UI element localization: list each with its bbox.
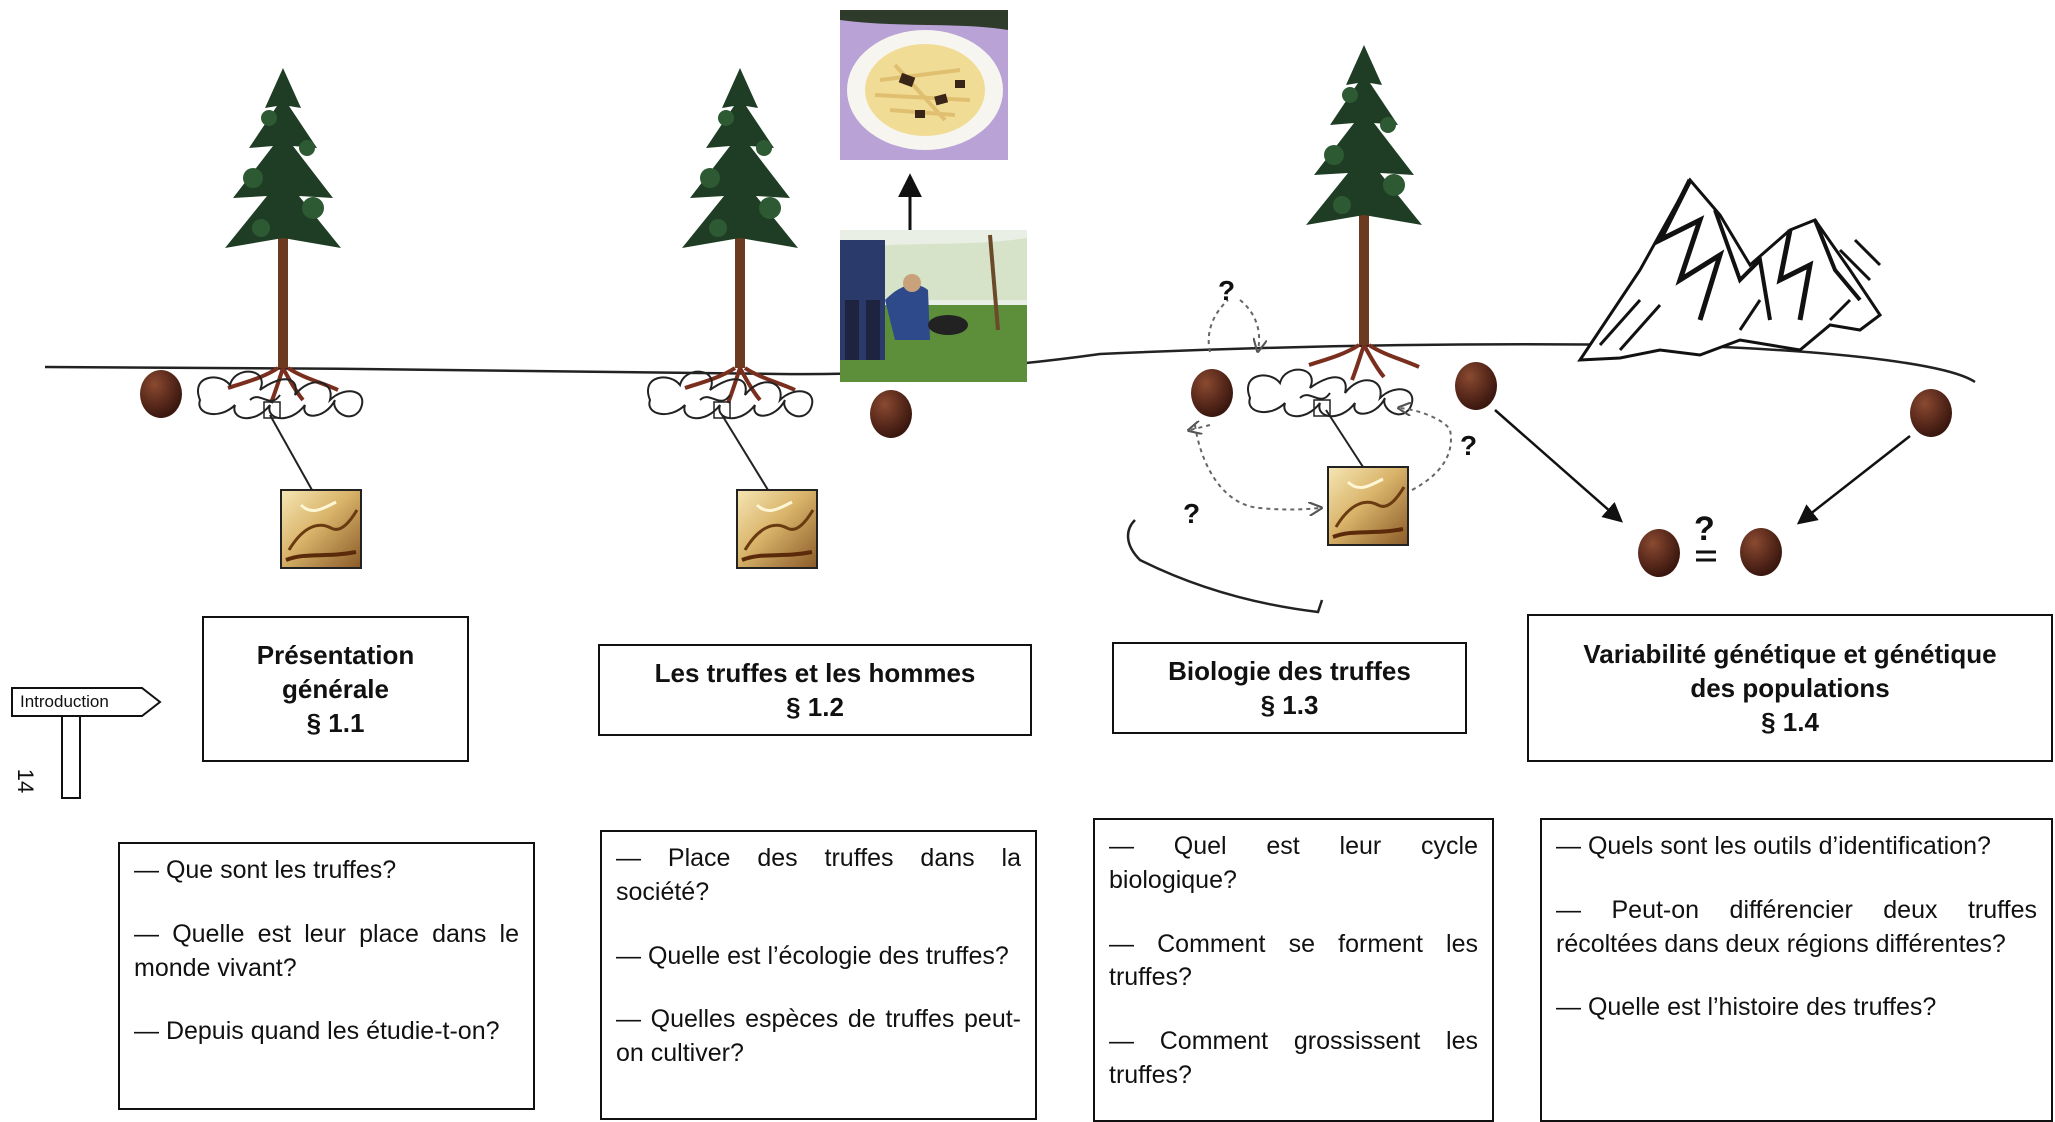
- questions-box-1-1: — Que sont les truffes? — Quelle est leu…: [118, 842, 535, 1110]
- question-item: — Quelle est l’histoire des truffes?: [1556, 993, 1937, 1022]
- truffle-icon: [1191, 369, 1233, 417]
- section-number: § 1.2: [786, 692, 844, 722]
- section-number: § 1.3: [1260, 690, 1319, 720]
- question-mark: ?: [1460, 430, 1477, 461]
- page-number: 14: [13, 768, 38, 794]
- curved-bracket: [1126, 519, 1324, 614]
- mycorrhiza-image: [279, 488, 363, 570]
- dotted-arrow: [1194, 424, 1320, 510]
- question-item: — Quels sont les outils d’identification…: [1556, 832, 1991, 860]
- question-item: — Comment grossissent les truffes?: [1109, 1027, 1478, 1089]
- title-line: Présentation: [256, 639, 415, 670]
- dotted-arrow: [1190, 425, 1211, 430]
- question-item: — Peut-on différencier deux truffes réco…: [1556, 895, 2037, 958]
- title-line: des populations: [1690, 672, 1890, 703]
- zoom-line: [269, 414, 313, 491]
- question-mark: ?: [1694, 510, 1715, 548]
- questions-box-1-3: — Quel est leur cycle biologique? — Comm…: [1093, 818, 1494, 1122]
- zoom-line: [721, 414, 769, 491]
- mycorrhiza-image: [735, 488, 819, 570]
- pine-tree-icon: [680, 66, 800, 405]
- section-title-1-4: Variabilité génétique et génétique des p…: [1527, 614, 2053, 762]
- pine-tree-icon: [1304, 43, 1424, 382]
- ground-line: [44, 343, 1976, 384]
- question-item: — Quelles espèces de truffes peut-on cul…: [616, 1005, 1021, 1067]
- pine-tree-icon: [223, 66, 343, 405]
- section-number: § 1.1: [306, 708, 365, 739]
- truffle-icon: [870, 390, 912, 438]
- truffle-hunting-photo: [840, 230, 1027, 382]
- question-item: — Quelle est leur place dans le monde vi…: [134, 919, 519, 982]
- question-mark: ?: [1218, 275, 1235, 306]
- title-line: Biologie des truffes: [1168, 655, 1411, 686]
- mountain-icon: [1577, 177, 1883, 362]
- signpost-label: Introduction: [20, 692, 109, 711]
- title-line: Variabilité génétique et génétique: [1583, 638, 1997, 669]
- section-title-1-1: Présentation générale § 1.1: [202, 616, 469, 762]
- question-item: — Comment se forment les truffes?: [1109, 929, 1478, 992]
- section-1-4-illustration: [1494, 177, 1952, 577]
- questions-box-1-2: — Place des truffes dans la société? — Q…: [600, 830, 1037, 1120]
- mycorrhizal-roots: [1246, 368, 1414, 418]
- section-1-1-illustration: [140, 66, 364, 570]
- zoom-line: [1325, 409, 1366, 471]
- truffle-icon: [1455, 362, 1497, 410]
- arrow-to-comparison: [1796, 435, 1911, 525]
- truffle-icon: [1910, 389, 1952, 437]
- truffle-icon: [140, 370, 182, 418]
- truffle-icon: [1638, 529, 1680, 577]
- question-item: — Depuis quand les étudie-t-on?: [134, 1017, 500, 1046]
- questions-box-1-4: — Quels sont les outils d’identification…: [1540, 818, 2053, 1122]
- question-item: — Que sont les truffes?: [134, 856, 397, 884]
- title-line: Les truffes et les hommes: [654, 657, 976, 688]
- section-1-3-illustration: [1126, 43, 1497, 614]
- truffle-pasta-photo: [840, 10, 1008, 160]
- truffle-icon: [1740, 528, 1782, 576]
- section-1-2-illustration: [646, 10, 1027, 570]
- signpost: [11, 687, 162, 799]
- arrow-to-comparison: [1494, 409, 1624, 523]
- dotted-arrow: [1207, 299, 1259, 352]
- title-line: générale: [282, 673, 389, 704]
- question-mark: ?: [1183, 498, 1200, 529]
- question-item: — Quel est leur cycle biologique?: [1109, 832, 1478, 894]
- section-title-1-2: Les truffes et les hommes § 1.2: [598, 644, 1032, 736]
- question-item: — Quelle est l’écologie des truffes?: [616, 941, 1009, 970]
- question-item: — Place des truffes dans la société?: [616, 844, 1021, 906]
- section-number: § 1.4: [1761, 707, 1819, 738]
- section-title-1-3: Biologie des truffes § 1.3: [1112, 642, 1467, 734]
- mycorrhiza-image: [1326, 465, 1410, 547]
